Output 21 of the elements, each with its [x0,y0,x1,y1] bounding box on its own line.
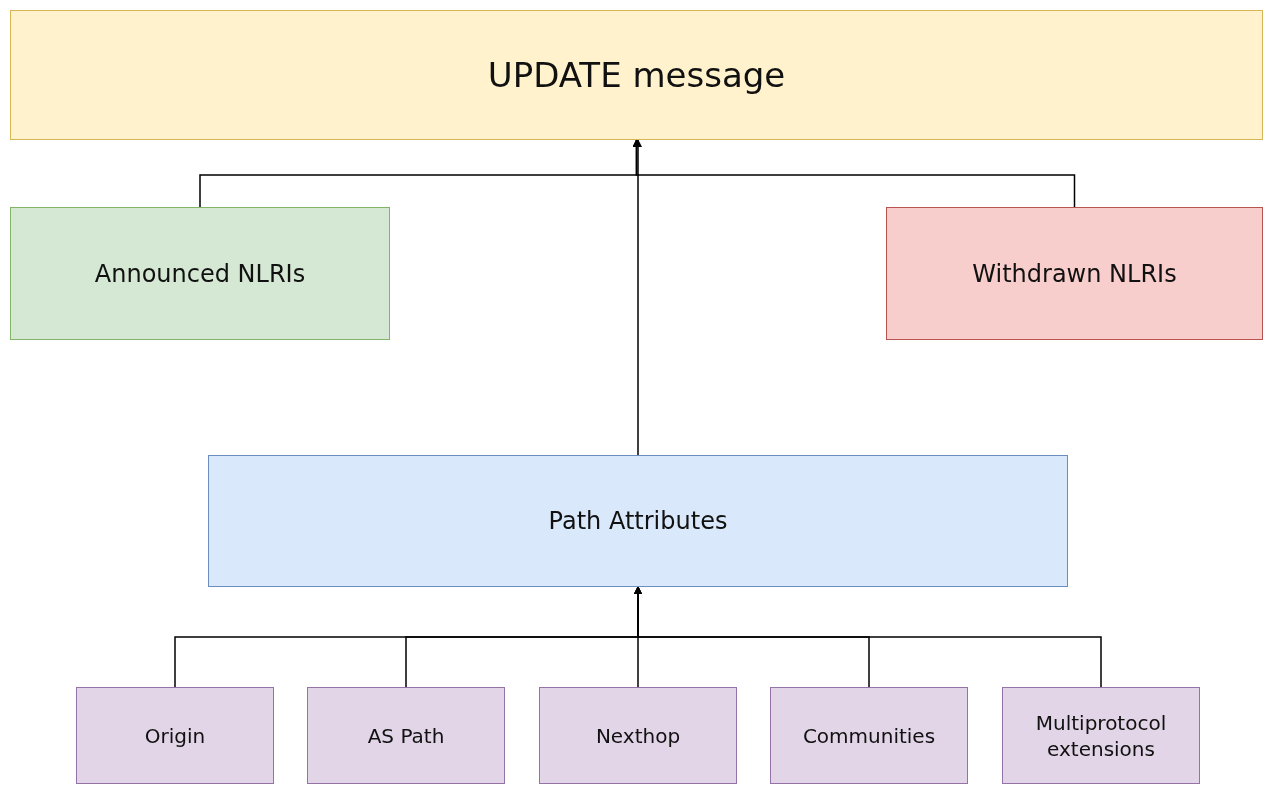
node-label: Origin [144,722,206,749]
message-box [10,10,1263,140]
arrow [634,139,642,456]
node-label: Multiprotocol extensions [1034,709,1168,762]
node-label: Nexthop [595,722,681,749]
arrow [634,586,1102,688]
node-label: UPDATE message [487,53,786,97]
node-label: AS Path [367,722,445,749]
process-box [10,207,390,340]
attribute-box [770,687,968,784]
attribute-box [1002,687,1200,784]
attribute-box [539,687,737,784]
process-box [208,455,1068,587]
node-label: Announced NLRIs [94,258,306,290]
process-box [886,207,1263,340]
node-label: Path Attributes [548,506,728,537]
node-label: Withdrawn NLRIs [972,258,1177,290]
attribute-box [307,687,505,784]
node-label: Communities [802,722,936,749]
attribute-box [76,687,274,784]
arrow [632,139,1076,208]
